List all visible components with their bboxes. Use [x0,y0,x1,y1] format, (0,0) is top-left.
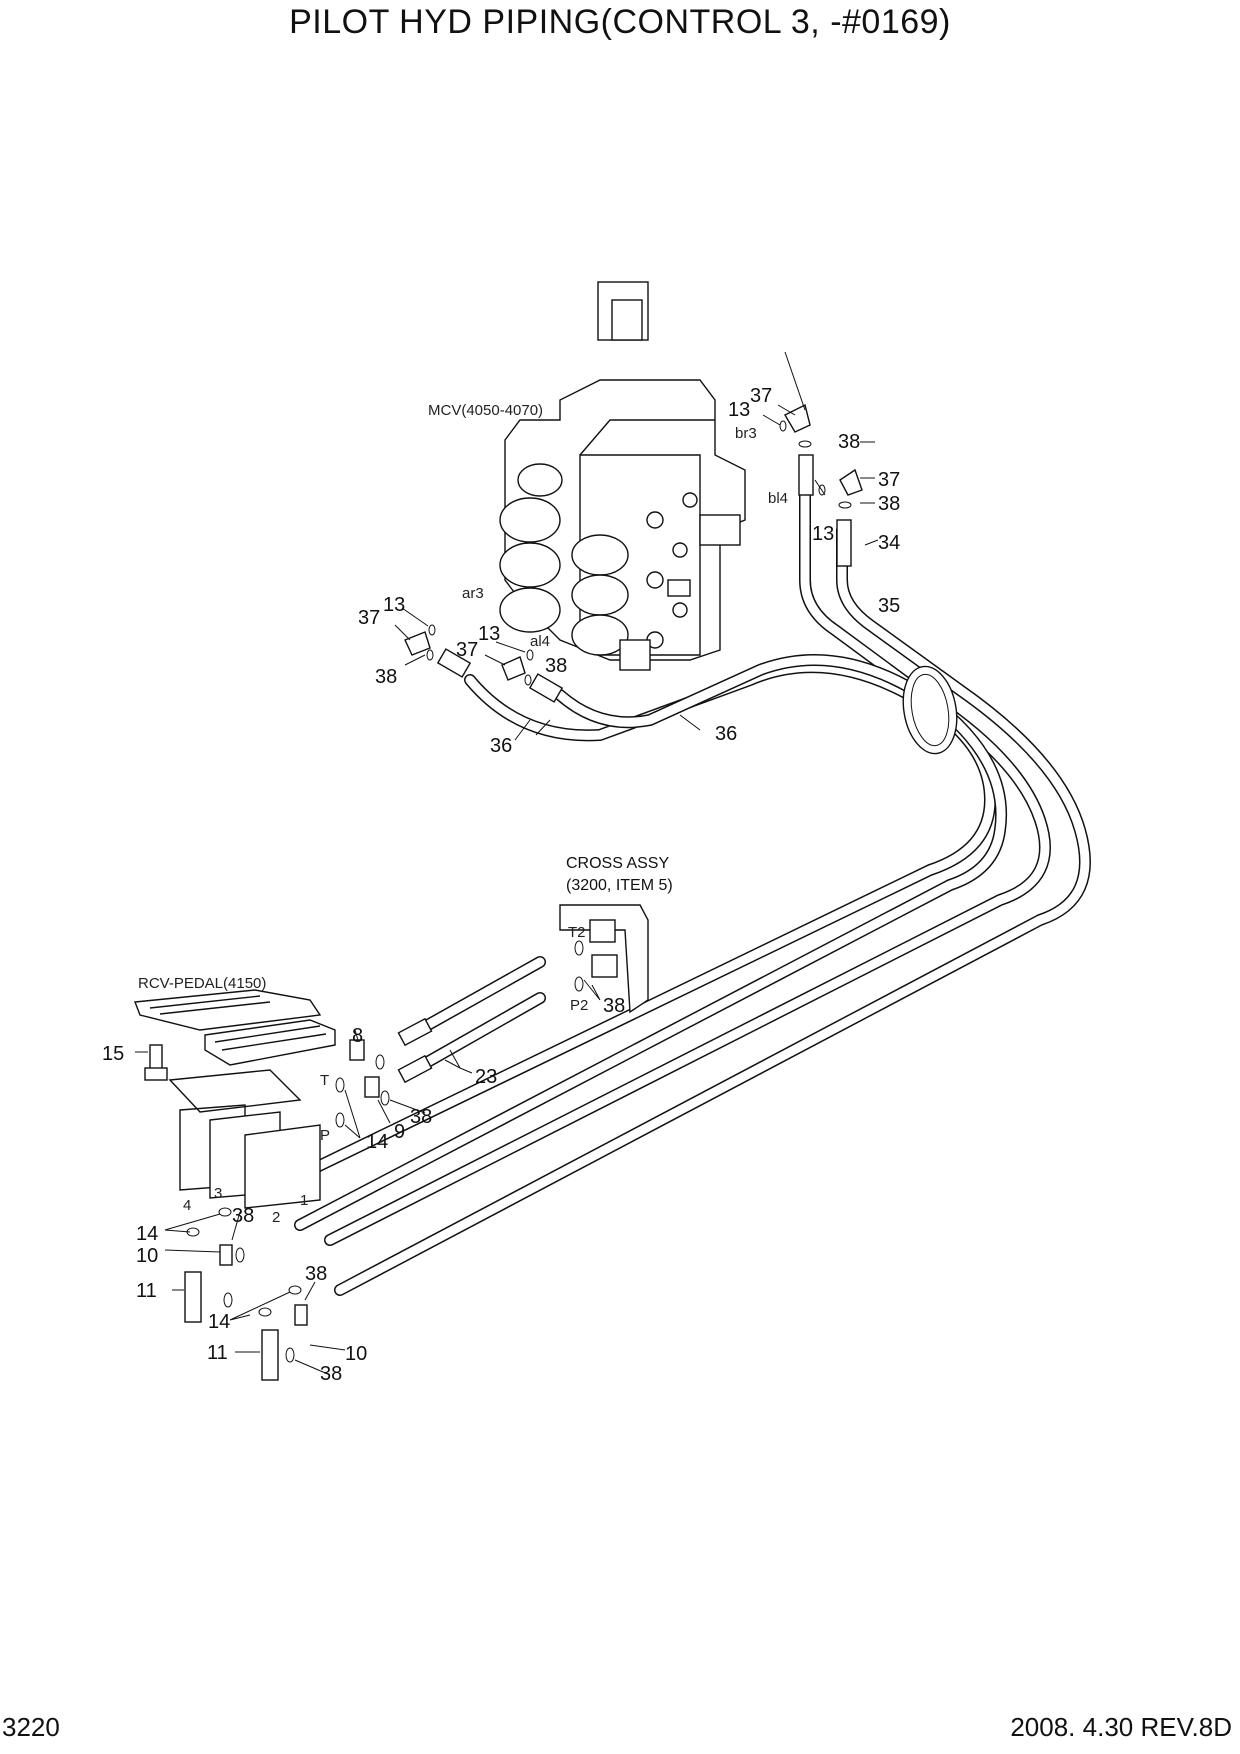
page-number: 3220 [2,1712,60,1742]
callout-38: 38 [375,666,397,688]
rcv-fittings [184,1017,433,1381]
callout-13: 13 [383,594,405,616]
callout-38: 38 [545,655,567,677]
callout-15: 15 [102,1043,124,1065]
callout-14: 14 [366,1131,388,1153]
callout-13: 13 [478,623,500,645]
mcv-caption: MCV(4050-4070) [428,402,543,419]
callout-10: 10 [136,1245,158,1267]
hose-bundle [284,464,1091,1296]
rcv-pedal [134,989,336,1209]
callout-37: 37 [358,607,380,629]
port-label-t2: T2 [568,924,586,941]
o-rings-mcv [426,420,852,686]
callout-34: 34 [878,532,900,554]
callout-38: 38 [878,493,900,515]
port-label-3: 3 [214,1185,222,1202]
callout-11: 11 [136,1280,157,1302]
port-label-p: P [320,1127,330,1144]
port-label-2: 2 [272,1209,280,1226]
callout-35: 35 [878,595,900,617]
callout-36: 36 [715,723,737,745]
callout-14: 14 [208,1311,230,1333]
valve-ports [619,492,741,671]
callout-38: 38 [838,431,860,453]
page-title: PILOT HYD PIPING(CONTROL 3, -#0169) [289,3,951,41]
callout-23: 23 [475,1066,497,1088]
port-label-1: 1 [300,1192,308,1209]
cross-assy-caption-2: (3200, ITEM 5) [566,877,673,894]
port-label-ar3: ar3 [462,585,484,602]
port-label-al4: al4 [530,633,550,650]
mcv-control-valve [499,281,746,671]
callout-11: 11 [207,1342,228,1364]
callout-37: 37 [878,469,900,491]
callout-8: 8 [352,1025,363,1047]
callout-36: 36 [490,735,512,757]
callout-13: 13 [812,523,834,545]
leader-lines [135,351,879,1376]
callout-37: 37 [456,639,478,661]
callout-37: 37 [750,385,772,407]
mcv-fittings [404,403,863,703]
port-label-4: 4 [183,1197,191,1214]
callout-10: 10 [345,1343,367,1365]
cross-assy [559,904,649,1014]
valve-spools [499,463,629,656]
cross-assy-caption-1: CROSS ASSY [566,855,669,872]
port-label-bl4: bl4 [768,490,788,507]
callout-38: 38 [232,1205,254,1227]
revision-date: 2008. 4.30 REV.8D [1010,1712,1232,1742]
callout-38: 38 [305,1263,327,1285]
port-label-br3: br3 [735,425,757,442]
port-label-t: T [320,1072,329,1089]
callout-38: 38 [410,1106,432,1128]
callout-38: 38 [320,1363,342,1385]
callout-9: 9 [394,1121,405,1143]
callout-13: 13 [728,399,750,421]
rcv-pedal-caption: RCV-PEDAL(4150) [138,975,266,992]
callout-14: 14 [136,1223,158,1245]
port-label-p2: P2 [570,997,588,1014]
callout-38: 38 [603,995,625,1017]
